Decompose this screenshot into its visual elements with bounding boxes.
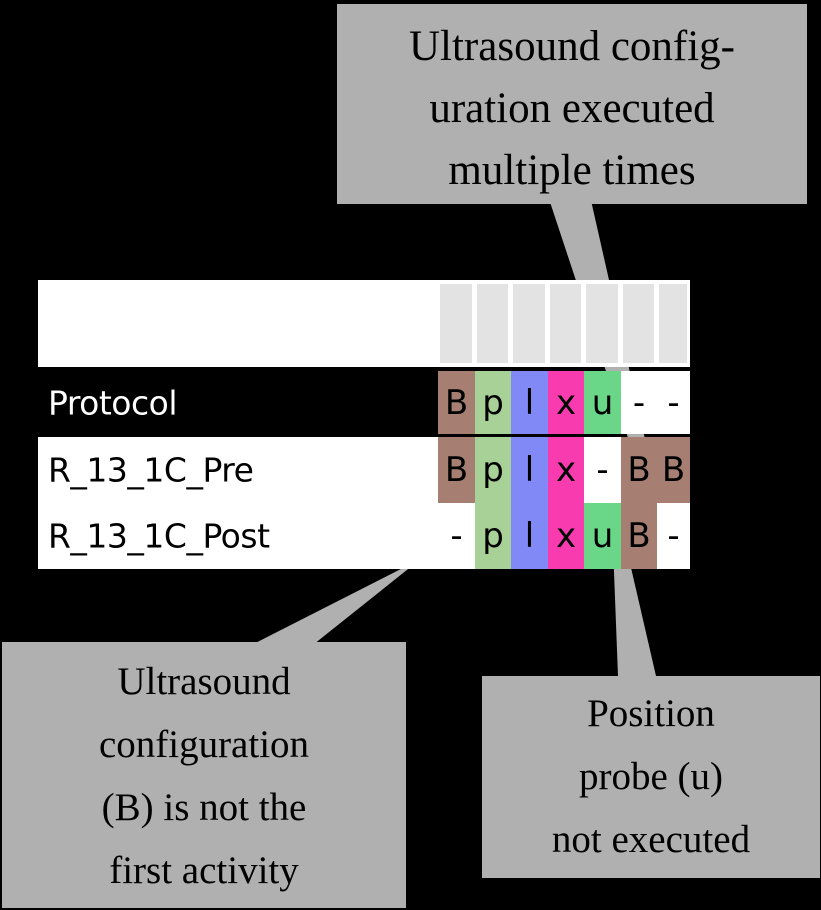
column-header-chip	[477, 284, 508, 363]
activity-cell-ultrasound-configuration: B	[621, 503, 657, 569]
callout-ultrasound-multiple: Ultrasound config- uration executed mult…	[337, 4, 807, 204]
callout-line: (B) is not the	[101, 786, 307, 829]
activity-cell-ultrasound-configuration: B	[438, 437, 475, 503]
column-header-chip	[586, 284, 618, 363]
column-header-chip	[659, 284, 687, 363]
activity-cell-position-probe: u	[584, 371, 621, 434]
row-label: R_13_1C_Post	[48, 516, 270, 556]
column-header-chip	[513, 284, 545, 363]
activity-cell-examine: x	[548, 503, 584, 569]
activity-cell-none: -	[657, 371, 690, 434]
callout-line: Position	[587, 692, 715, 735]
callout-line: multiple times	[448, 147, 696, 194]
column-header-chip	[440, 284, 472, 363]
callout-ultrasound-not-first: Ultrasound configuration (B) is not the …	[2, 642, 406, 908]
activity-cell-examine: x	[548, 371, 584, 434]
callout-line: Ultrasound	[117, 660, 291, 703]
row-label: Protocol	[48, 383, 177, 422]
activity-cell-prepare: p	[475, 503, 511, 569]
activity-cell-position-probe: u	[584, 503, 621, 569]
callout-position-probe-not-executed: Position probe (u) not executed	[482, 676, 820, 878]
activity-cell-none: -	[621, 371, 657, 434]
row-label: R_13_1C_Pre	[48, 450, 254, 490]
activity-cell-prepare: p	[475, 371, 511, 434]
callout-line: first activity	[109, 849, 299, 892]
activity-cell-ultrasound-configuration: B	[438, 371, 475, 434]
column-header-chip	[550, 284, 581, 363]
activity-cell-none: -	[438, 503, 475, 569]
activity-cell-examine: x	[548, 437, 584, 503]
callout-line: Ultrasound config-	[408, 23, 735, 70]
callout-line: configuration	[98, 723, 310, 766]
activity-cell-none: -	[657, 503, 690, 569]
activity-cell-prepare: p	[475, 437, 511, 503]
column-header-chip	[623, 284, 654, 363]
table-column-header-row	[38, 280, 690, 367]
activity-cell-none: -	[584, 437, 621, 503]
callout-line: uration executed	[429, 85, 715, 132]
activity-cell-locate: l	[511, 371, 548, 434]
callout-line: not executed	[551, 818, 751, 861]
callout-line: probe (u)	[578, 755, 724, 798]
activity-cell-locate: l	[511, 503, 548, 569]
activity-cell-locate: l	[511, 437, 548, 503]
activity-cell-ultrasound-configuration: B	[657, 437, 690, 503]
activity-cell-ultrasound-configuration: B	[621, 437, 657, 503]
